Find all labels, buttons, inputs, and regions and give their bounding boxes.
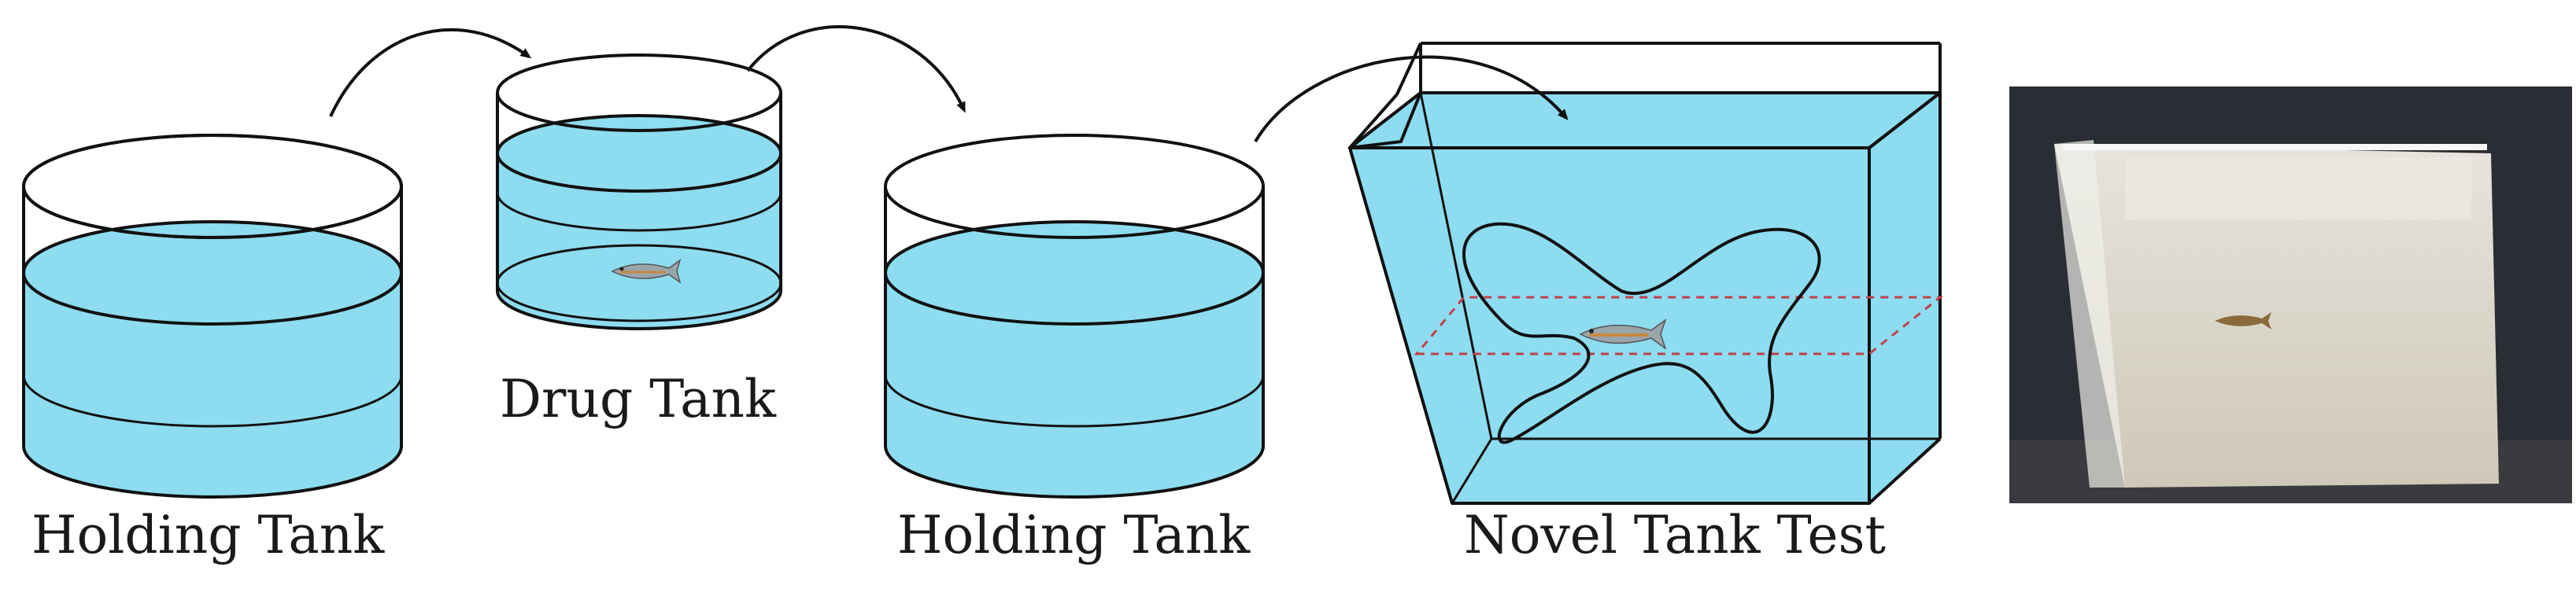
midline-plane <box>1414 296 1944 355</box>
holding-tank-2 <box>884 134 1265 499</box>
drug-tank <box>496 53 782 330</box>
fish-icon <box>1579 318 1667 350</box>
arrow-holding-to-drug <box>329 28 532 117</box>
holding-tank-1-label: Holding Tank <box>31 505 385 565</box>
arrow-holding-to-novel <box>1254 55 1569 143</box>
drug-tank-label: Drug Tank <box>500 369 776 429</box>
novel-tank-test-label: Novel Tank Test <box>1464 505 1886 565</box>
tank-photo <box>2009 87 2572 503</box>
holding-tank-1 <box>22 134 403 499</box>
fish-icon <box>611 259 682 284</box>
transfer-arrows <box>329 25 1569 143</box>
swim-path <box>1462 222 1821 444</box>
holding-tank-2-label: Holding Tank <box>897 505 1251 565</box>
novel-tank <box>1348 42 1942 505</box>
arrow-drug-to-holding <box>746 25 966 113</box>
fish-icon <box>2215 312 2271 329</box>
